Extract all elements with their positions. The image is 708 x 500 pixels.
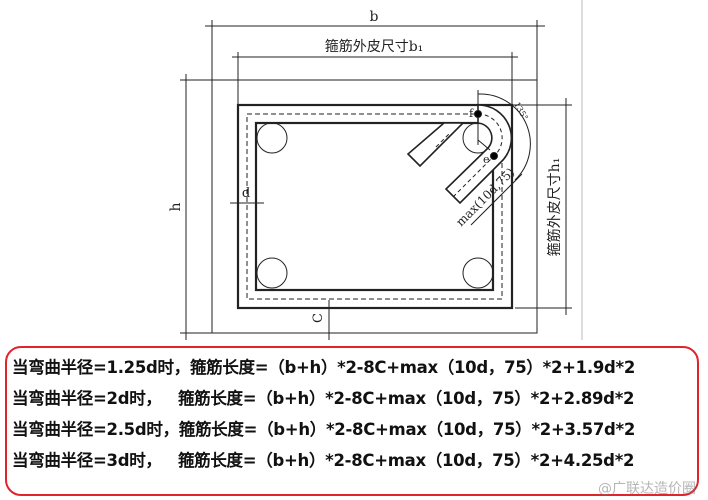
label-h: h <box>168 202 184 211</box>
label-c: C <box>311 313 326 323</box>
stirrup-outer <box>236 103 514 310</box>
rebar <box>256 122 288 154</box>
hook-length-dim <box>470 173 523 226</box>
stirrup-centerline <box>246 113 503 300</box>
point-e <box>490 152 498 160</box>
stirrup-diagram: b 箍筋外皮尺寸b₁ h 箍筋外皮尺寸h₁ d C f e 135° max(1… <box>168 0 583 340</box>
point-f <box>474 110 482 118</box>
label-d: d <box>242 186 250 201</box>
formula-line: 当弯曲半径=3d时， 箍筋长度=（b+h）*2-8C+max（10d，75）*2… <box>12 451 635 470</box>
formula-line: 当弯曲半径=2.5d时，箍筋长度=（b+h）*2-8C+max（10d，75）*… <box>12 420 636 439</box>
concrete-section <box>211 79 538 334</box>
formula-box <box>5 346 699 496</box>
watermark: @广联达造价圈 <box>598 481 696 497</box>
stirrup-inner <box>254 121 495 292</box>
label-b1: 箍筋外皮尺寸b₁ <box>325 38 424 55</box>
label-h1: 箍筋外皮尺寸h₁ <box>546 158 563 257</box>
formula-line: 当弯曲半径=2d时， 箍筋长度=（b+h）*2-8C+max（10d，75）*2… <box>12 389 635 408</box>
rebar <box>256 257 288 289</box>
hook <box>406 104 513 205</box>
label-b: b <box>370 9 379 25</box>
label-e: e <box>483 153 490 166</box>
rebar <box>462 257 494 289</box>
formula-line: 当弯曲半径=1.25d时，箍筋长度=（b+h）*2-8C+max（10d，75）… <box>12 358 636 377</box>
label-angle: 135° <box>512 101 529 122</box>
hook-centerline <box>452 113 503 198</box>
angle-arc <box>477 93 531 181</box>
label-f: f <box>469 107 474 120</box>
